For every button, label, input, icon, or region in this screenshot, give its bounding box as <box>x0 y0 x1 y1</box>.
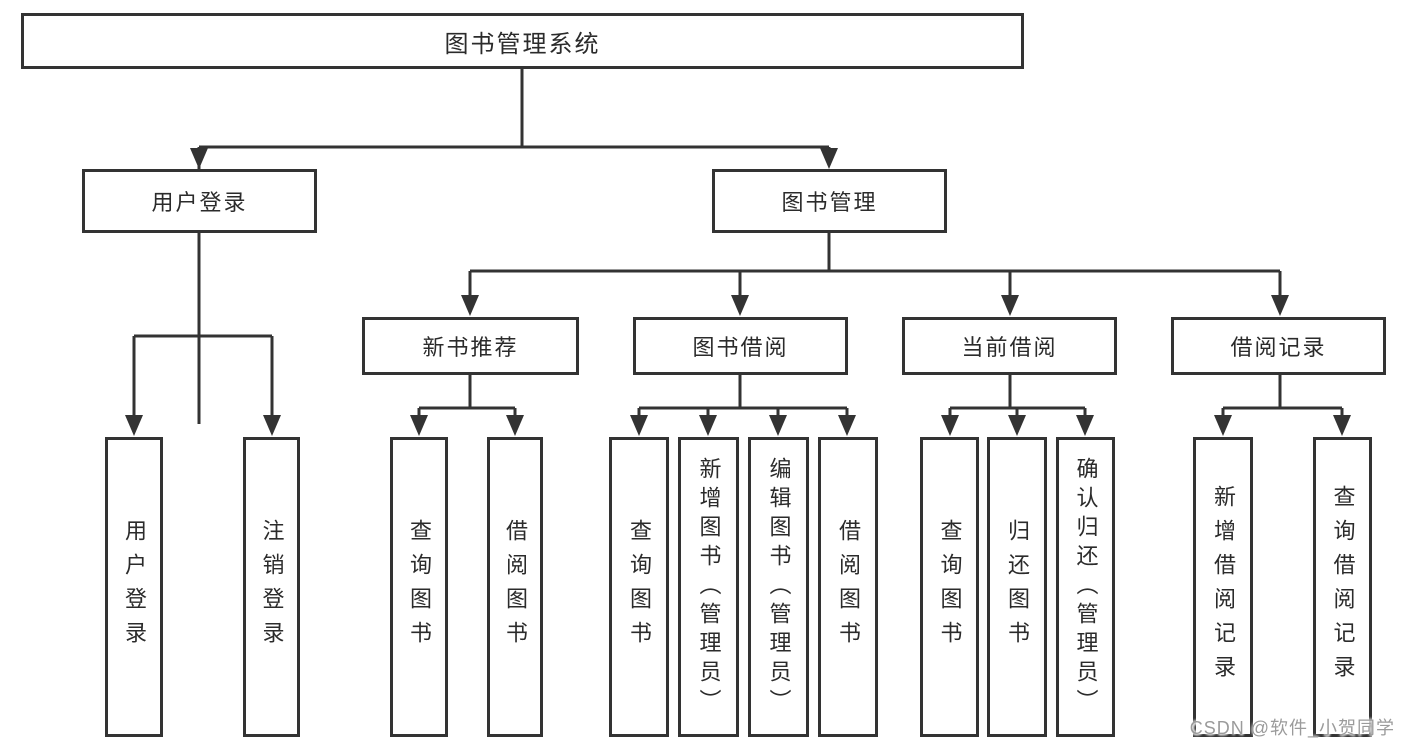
node-book-mgmt: 图书管理 <box>712 169 947 233</box>
leaf-bb-query-books: 查询图书 <box>609 437 669 737</box>
leaf-cb-confirm-return-admin: 确认归还（管理员） <box>1056 437 1115 737</box>
node-new-book-recommend: 新书推荐 <box>362 317 579 375</box>
leaf-br-query-record: 查询借阅记录 <box>1313 437 1372 737</box>
csdn-watermark: CSDN @软件_小贺同学 <box>1189 718 1395 738</box>
leaf-nb-borrow-books-label: 借阅图书 <box>503 519 528 655</box>
leaf-user-login: 用户登录 <box>105 437 163 737</box>
node-new-book-recommend-label: 新书推荐 <box>422 335 519 360</box>
leaf-cb-query-books: 查询图书 <box>920 437 979 737</box>
node-root-label: 图书管理系统 <box>444 30 601 58</box>
node-borrow-records-label: 借阅记录 <box>1230 335 1327 360</box>
leaf-bb-add-books-admin: 新增图书（管理员） <box>678 437 739 737</box>
leaf-bb-query-books-label: 查询图书 <box>627 519 652 655</box>
leaf-logout-label: 注销登录 <box>259 519 285 655</box>
leaf-bb-edit-books-admin: 编辑图书（管理员） <box>748 437 809 737</box>
leaf-br-add-record-label: 新增借阅记录 <box>1211 485 1236 689</box>
node-user-login-label: 用户登录 <box>151 190 248 215</box>
leaf-cb-confirm-return-admin-label: 确认归还（管理员） <box>1073 456 1099 718</box>
leaf-nb-query-books: 查询图书 <box>390 437 448 737</box>
leaf-bb-add-books-admin-label: 新增图书（管理员） <box>696 456 722 718</box>
node-root: 图书管理系统 <box>21 13 1024 69</box>
node-current-borrow-label: 当前借阅 <box>961 335 1058 360</box>
node-current-borrow: 当前借阅 <box>902 317 1117 375</box>
leaf-logout: 注销登录 <box>243 437 300 737</box>
node-user-login: 用户登录 <box>82 169 317 233</box>
leaf-cb-return-books: 归还图书 <box>987 437 1047 737</box>
leaf-nb-borrow-books: 借阅图书 <box>487 437 543 737</box>
leaf-bb-edit-books-admin-label: 编辑图书（管理员） <box>766 456 792 718</box>
node-borrow-records: 借阅记录 <box>1171 317 1386 375</box>
node-book-mgmt-label: 图书管理 <box>781 190 878 215</box>
leaf-nb-query-books-label: 查询图书 <box>407 519 432 655</box>
leaf-bb-borrow-books: 借阅图书 <box>818 437 878 737</box>
leaf-user-login-label: 用户登录 <box>122 519 147 655</box>
leaf-br-add-record: 新增借阅记录 <box>1193 437 1253 737</box>
leaf-cb-return-books-label: 归还图书 <box>1005 519 1030 655</box>
leaf-bb-borrow-books-label: 借阅图书 <box>836 519 861 655</box>
leaf-cb-query-books-label: 查询图书 <box>937 519 963 655</box>
node-book-borrow-label: 图书借阅 <box>692 335 789 360</box>
node-book-borrow: 图书借阅 <box>633 317 848 375</box>
leaf-br-query-record-label: 查询借阅记录 <box>1330 485 1356 689</box>
